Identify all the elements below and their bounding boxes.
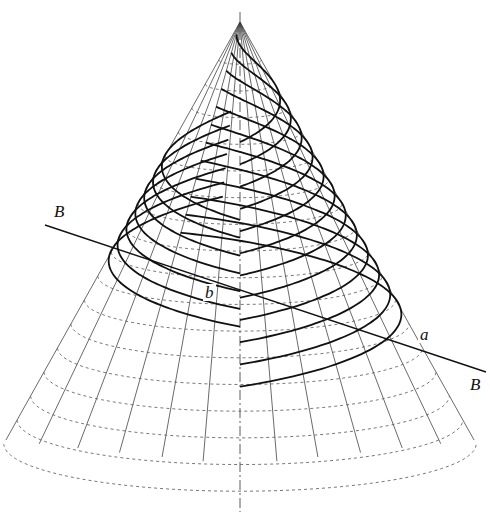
helix-curve: [118, 182, 240, 308]
cone-generator: [6, 22, 240, 440]
helix-curve: [206, 143, 346, 276]
helix-curve: [144, 140, 240, 256]
section-circle: [205, 84, 274, 91]
section-circle: [4, 444, 477, 491]
helix-curve: [201, 161, 357, 298]
section-line: [45, 225, 486, 372]
point-label: b: [203, 284, 216, 301]
helix-curve: [153, 126, 240, 238]
cone-generator: [203, 22, 240, 461]
helix-curve: [180, 233, 401, 387]
cone-generator: [78, 22, 240, 448]
section-circle: [111, 252, 369, 278]
point-label: B: [52, 203, 66, 220]
helix-curve: [126, 168, 240, 291]
point-label: B: [468, 376, 482, 393]
cone-generator: [240, 22, 402, 448]
cone-axis: [240, 12, 241, 512]
helix-curve: [135, 154, 240, 273]
helix-curve: [109, 197, 240, 327]
helix-curve: [162, 111, 240, 220]
point-label: a: [418, 326, 431, 343]
helix-curve: [221, 89, 312, 209]
section-circle: [44, 372, 436, 411]
section-circle: [57, 348, 422, 384]
section-circle: [17, 420, 463, 465]
section-circle: [31, 396, 450, 438]
